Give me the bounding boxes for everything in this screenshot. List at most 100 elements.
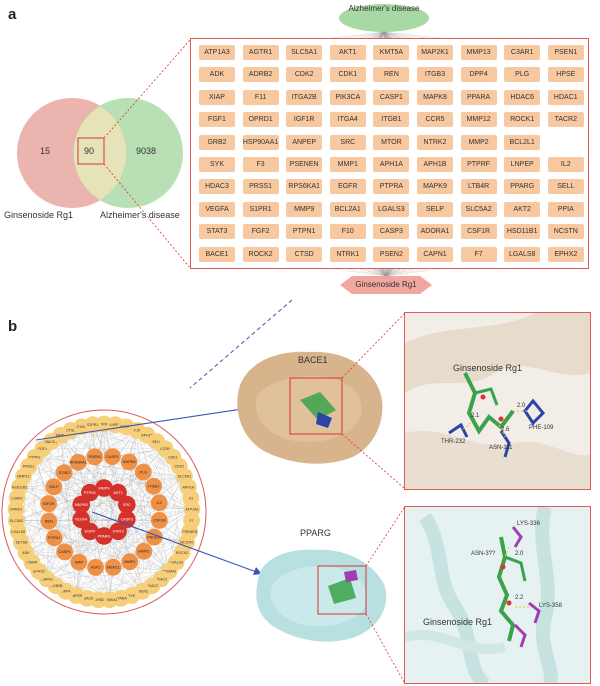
network-node-label: REN	[45, 520, 53, 524]
gene-box-casp1: CASP1	[373, 89, 410, 105]
gene-box-oprd1: OPRD1	[242, 112, 279, 128]
network-node-label: LGALS3	[169, 561, 183, 565]
network-edge	[48, 520, 160, 522]
network-node-label: VEGFA	[75, 518, 88, 522]
gene-box-ncstn: NCSTN	[547, 224, 584, 240]
arrow-to-bace1	[35, 405, 263, 441]
bace1-residue-1: PHE-109	[529, 425, 554, 431]
network-node-circle	[134, 463, 152, 481]
gene-box-kmt5a: KMT5A	[373, 45, 410, 60]
network-node-fgf2: FGF2	[87, 559, 104, 576]
network-node-label: PTPN1	[84, 491, 96, 495]
network-node-circle	[104, 448, 121, 465]
pparg-site-box	[317, 565, 367, 615]
gene-box-adk: ADK	[199, 67, 235, 83]
network-node-mapk8: MAPK8	[120, 453, 138, 471]
gene-box-grb2: GRB2	[199, 134, 235, 150]
bace1-ligand	[300, 392, 336, 420]
network-edge	[48, 472, 65, 522]
gene-box-il2: IL2	[547, 157, 584, 172]
network-node-label: ADORA1	[162, 570, 177, 574]
gene-box-bcl2a1: BCL2A1	[329, 201, 366, 217]
gene-box-hdac1: HDAC1	[547, 89, 584, 105]
pparg-title: PPARG	[300, 528, 331, 538]
network-edge	[48, 503, 80, 563]
network-edge	[159, 520, 170, 572]
gene-box-mmp9: MMP9	[286, 201, 323, 217]
gene-box-mapk8: MAPK8	[417, 89, 453, 105]
gene-box-mmp13: MMP13	[460, 45, 497, 60]
network-node-label: CDK2	[175, 465, 185, 469]
gene-box-bace1: BACE1	[199, 246, 235, 262]
compound-node-label: Ginsenoside Rg1	[355, 280, 417, 289]
network-node-plg: PLG	[134, 463, 152, 481]
gene-box-slc5a1: SLC5A1	[286, 45, 323, 60]
network-node-label: OPRD1	[10, 508, 22, 512]
network-edge	[103, 423, 170, 572]
gene-box-itga4: ITGA4	[329, 112, 366, 128]
network-node-label: IGF1R	[43, 502, 54, 506]
network-node-label: SYK	[128, 594, 136, 598]
network-node-label: BACE1	[46, 440, 58, 444]
network-edge	[89, 476, 185, 532]
network-edge	[55, 509, 193, 586]
pparg-docking-inset: Ginsenoside Rg1 LYS-336 ASN-3?? LYS-358 …	[404, 506, 591, 684]
network-node-label: PLG	[139, 470, 147, 474]
gene-box-ccr5: CCR5	[417, 112, 453, 128]
network-node-pparg: PPARG	[95, 527, 113, 545]
gene-box-f10: F10	[329, 224, 366, 240]
gene-box-mapk9: MAPK9	[417, 179, 453, 195]
pparg-zoom-top	[365, 507, 405, 567]
network-node-label: PSEN2	[136, 590, 148, 594]
bace1-distance-3: 2.6	[501, 427, 510, 433]
network-node-src: SRC	[118, 495, 136, 514]
network-edge	[142, 476, 185, 592]
network-node-label: MMP1	[124, 560, 135, 564]
network-edge	[25, 536, 155, 553]
gene-box-tacr2: TACR2	[547, 112, 584, 128]
gene-box-map2k1: MAP2K1	[417, 45, 453, 60]
network-node-label: ADK	[22, 551, 30, 555]
network-edge	[21, 542, 110, 600]
pparg-ligand	[328, 578, 356, 604]
network-edge	[109, 486, 154, 600]
network-node-selp: SELP	[45, 478, 63, 496]
network-node-label: PPARA	[115, 597, 128, 601]
bace1-residue-3: THR-232	[441, 439, 466, 445]
network-node-circle	[104, 558, 122, 576]
gene-box-vegfa: VEGFA	[199, 201, 235, 217]
gene-box-hsp90aa1: HSP90AA1	[242, 134, 279, 150]
network-node-label: SRC	[123, 503, 131, 507]
network-node-label: LNPEP	[109, 423, 121, 427]
venn-overlap-count: 90	[84, 146, 95, 156]
gene-box-s1pr1: S1PR1	[242, 201, 279, 217]
network-node-circle	[55, 464, 73, 482]
network-node-label: EPHX2	[33, 570, 45, 574]
gene-box-mmp1: MMP1	[329, 157, 366, 172]
gene-box-f7: F7	[460, 246, 497, 262]
gene-box-atp1a3: ATP1A3	[199, 45, 235, 60]
gene-box-pparg: PPARG	[504, 179, 541, 195]
network-node-label: CDK1	[168, 455, 178, 459]
network-node-label: HDAC6	[81, 597, 93, 601]
network-edge	[64, 472, 185, 477]
network-node-circle	[69, 453, 87, 471]
venn-right-label: Alzheimer's disease	[100, 210, 180, 220]
network-edge	[19, 461, 130, 488]
gene-box-aph1b: APH1B	[417, 157, 453, 172]
gene-box-akt1: AKT1	[329, 45, 366, 60]
gene-box-cdk1: CDK1	[329, 67, 366, 83]
network-edge	[92, 424, 105, 537]
gene-box-syk: SYK	[199, 157, 235, 172]
gene-box-ptprf: PTPRF	[460, 157, 497, 172]
gene-box-bcl2l1: BCL2L1	[504, 134, 541, 150]
gene-box-ppara: PPARA	[460, 89, 497, 105]
network-node-circle	[72, 510, 90, 529]
panel-a-letter: a	[8, 6, 17, 23]
gene-box-c3ar1: C3AR1	[504, 45, 541, 60]
gene-box-slc5a2: SLC5A2	[460, 201, 497, 217]
network-node-label: LGALS8	[11, 530, 25, 534]
network-edge	[28, 466, 48, 580]
